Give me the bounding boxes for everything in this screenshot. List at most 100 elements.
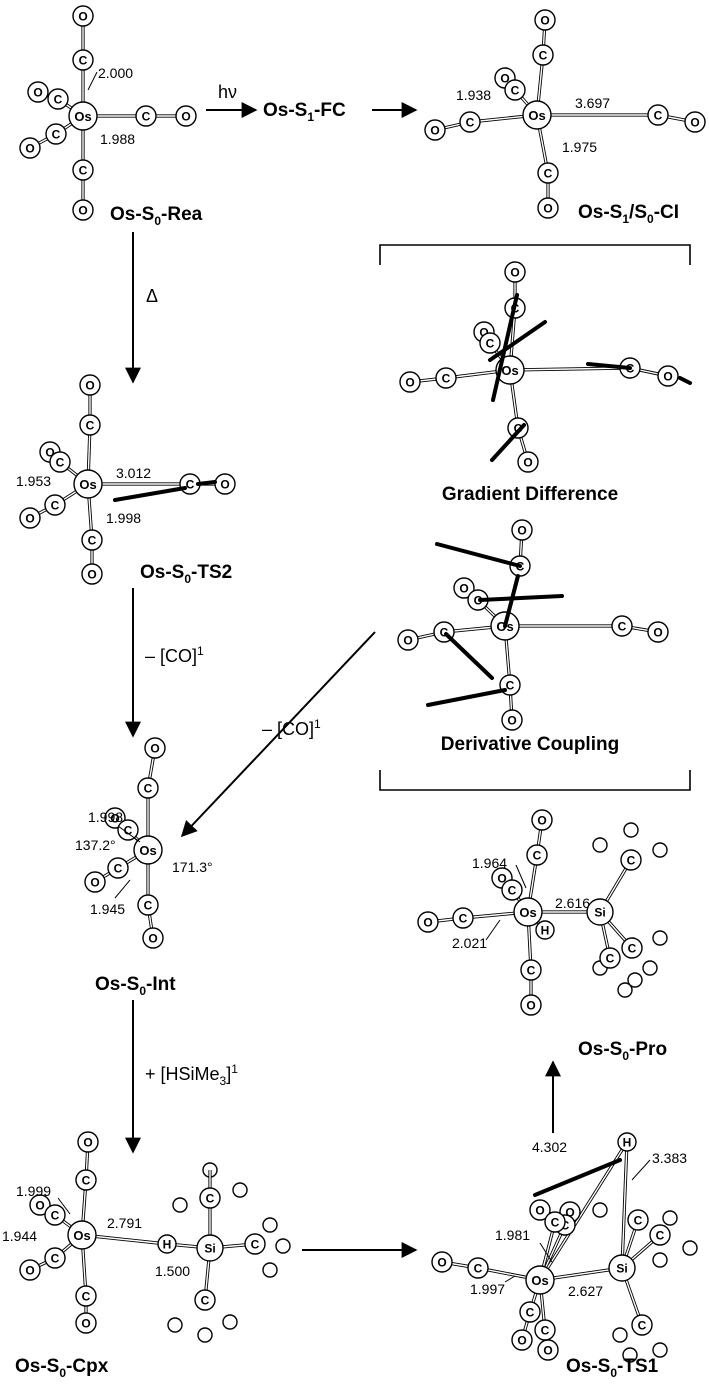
vector	[113, 486, 187, 502]
atom-label-c: C	[186, 478, 195, 492]
atom-methyl-h	[232, 1182, 248, 1198]
vector	[503, 574, 520, 628]
distance-label: 1.500	[155, 1263, 190, 1279]
atom-label-c: C	[628, 942, 637, 956]
atom-label-o: O	[148, 932, 157, 946]
atom-c	[107, 857, 129, 879]
atom-o	[81, 563, 103, 585]
atom-os	[513, 897, 543, 927]
atom-label-c: C	[606, 952, 615, 966]
atom-label-c: C	[144, 899, 153, 913]
atom-c	[467, 1257, 489, 1279]
atom-label-c: C	[551, 1216, 560, 1230]
atom-c	[627, 1209, 649, 1231]
distance-label: 3.012	[116, 465, 151, 481]
atom-o	[537, 197, 559, 219]
vector	[586, 362, 632, 370]
atom-label-c: C	[142, 110, 151, 124]
atom-label-c: C	[541, 1324, 550, 1338]
atom-o	[647, 621, 669, 643]
label-part: -Pro	[629, 1039, 667, 1060]
atom-methyl-h	[262, 1262, 278, 1278]
atom-label-c: C	[51, 1209, 60, 1223]
atom-o	[144, 737, 166, 759]
atom-methyl-h	[652, 930, 668, 946]
label-part: Os-S	[140, 562, 184, 583]
distance-label: 1.964	[472, 855, 507, 871]
atom-label-o: O	[403, 634, 412, 648]
atom-methyl-h	[592, 1202, 608, 1218]
atom-c	[44, 494, 66, 516]
atom-c	[599, 947, 621, 969]
atom-label-si: Si	[204, 1242, 215, 1256]
atom-c	[479, 332, 501, 354]
bond-inner	[621, 1141, 628, 1269]
atom-o	[504, 261, 526, 283]
atom-h	[535, 920, 555, 940]
atom-methyl-h	[652, 1252, 668, 1268]
distance-label: 2.791	[107, 1215, 142, 1231]
atom-label-c: C	[206, 1192, 215, 1206]
atom-o	[19, 507, 41, 529]
atom-label-o: O	[181, 110, 190, 124]
atom-c	[534, 1319, 556, 1341]
atom-label-os: Os	[501, 363, 518, 378]
atom-label-os: Os	[139, 843, 156, 858]
atom-label-c: C	[618, 620, 627, 634]
atom-c	[520, 959, 542, 981]
atom-methyl-h	[197, 1327, 213, 1343]
atom-label-o: O	[405, 376, 414, 390]
distance-label: 171.3°	[172, 859, 213, 875]
atom-o	[399, 371, 421, 393]
atom-label-o: O	[537, 814, 546, 828]
atom-label-o: O	[45, 446, 54, 460]
distance-label: 2.627	[568, 1283, 603, 1299]
structure-ts1: OCOCOCOCOCCCCSiHOs4.3023.3831.9811.9972.…	[431, 1132, 698, 1363]
arrow-label-delta: Δ	[146, 286, 158, 306]
leader-line	[117, 825, 141, 843]
atom-methyl-h	[652, 1342, 668, 1358]
atom-label-c: C	[527, 964, 536, 978]
atom-c	[501, 879, 523, 901]
label-part: -CI	[654, 202, 679, 223]
molecule-label-ts2: Os-S0-TS2	[140, 562, 232, 586]
atom-c	[194, 1289, 216, 1311]
atom-c	[519, 1301, 541, 1323]
atom-o	[511, 519, 533, 541]
atom-label-c: C	[82, 1174, 91, 1188]
atom-c	[137, 777, 159, 799]
atom-label-o: O	[653, 626, 662, 640]
atom-label-c: C	[526, 1306, 535, 1320]
leader-line	[539, 1242, 553, 1263]
atom-label-o: O	[500, 72, 509, 86]
label-sub: 0	[622, 1049, 629, 1063]
atom-label-o: O	[90, 876, 99, 890]
atom-label-o: O	[543, 1344, 552, 1358]
molecule-label-rea: Os-S0-Rea	[110, 204, 203, 228]
vector	[490, 423, 526, 462]
vector	[533, 1158, 622, 1197]
atom-c	[135, 105, 157, 127]
atom-c	[504, 79, 526, 101]
arrow-label-hv: hν	[218, 82, 237, 102]
atom-label-o: O	[150, 742, 159, 756]
atom-o	[517, 451, 539, 473]
label-sup: 1	[197, 644, 204, 658]
atom-label-h: H	[541, 924, 550, 938]
atom-label-o: O	[25, 1264, 34, 1278]
atom-methyl-h	[275, 1238, 291, 1254]
atom-o	[29, 1194, 51, 1216]
atom-o	[19, 137, 41, 159]
atom-label-o: O	[690, 116, 699, 130]
atom-si	[196, 1234, 224, 1262]
distance-label: 137.2°	[75, 837, 116, 853]
label-part: Os-S	[15, 1356, 59, 1377]
atom-methyl-h	[662, 1210, 678, 1226]
atom-c	[244, 1233, 266, 1255]
atom-label-c: C	[486, 337, 495, 351]
atom-label-o: O	[81, 1317, 90, 1331]
arrow-label-co-loss-2: – [CO]1	[262, 717, 321, 739]
atom-label-c: C	[114, 862, 123, 876]
